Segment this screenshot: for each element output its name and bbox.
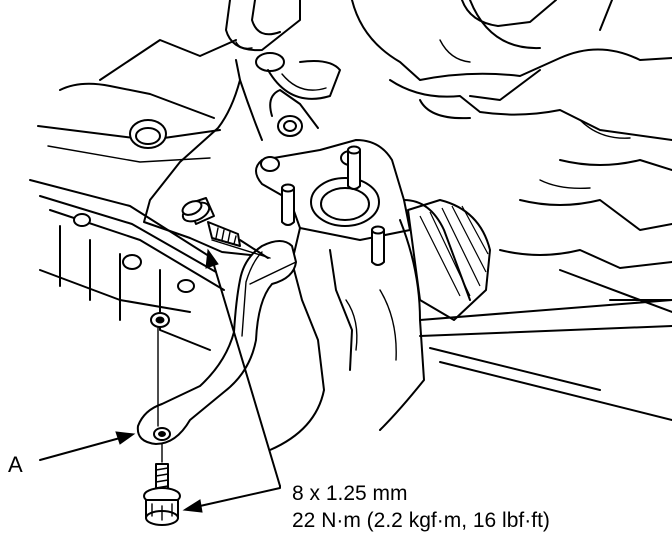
stud-2 <box>347 149 361 190</box>
hatched-pad <box>407 199 491 321</box>
part-label-a: A <box>8 452 23 477</box>
upper-flange-bolt <box>181 197 269 259</box>
bolt-size-spec: 8 x 1.25 mm <box>292 482 408 505</box>
intake-manifold-left <box>29 39 277 351</box>
engine-block-upper-right <box>351 0 672 421</box>
thermostat-housing-mount <box>255 139 411 266</box>
bracket-a <box>136 240 297 445</box>
central-casting <box>143 59 471 451</box>
alignment-lines <box>157 239 271 463</box>
leader-lines <box>39 248 281 513</box>
stud-1 <box>281 187 295 226</box>
arrowhead-lower-bolt <box>182 499 203 513</box>
upper-boss <box>269 89 319 137</box>
leader-lower-bolt <box>199 485 281 507</box>
upper-bolt-shank <box>207 221 241 247</box>
pipe-end-boss <box>255 52 285 72</box>
arrowhead-upper-bolt <box>205 248 219 269</box>
upper-pipe <box>225 0 341 100</box>
torque-spec: 22 N·m (2.2 kgf·m, 16 lbf·ft) <box>292 509 550 532</box>
mount-hole-left <box>260 156 280 172</box>
leader-upper-bolt <box>212 261 281 487</box>
leader-a <box>39 437 121 461</box>
arrowhead-a <box>115 431 136 445</box>
stud-3 <box>371 229 385 266</box>
lower-flange-bolt <box>143 463 181 526</box>
